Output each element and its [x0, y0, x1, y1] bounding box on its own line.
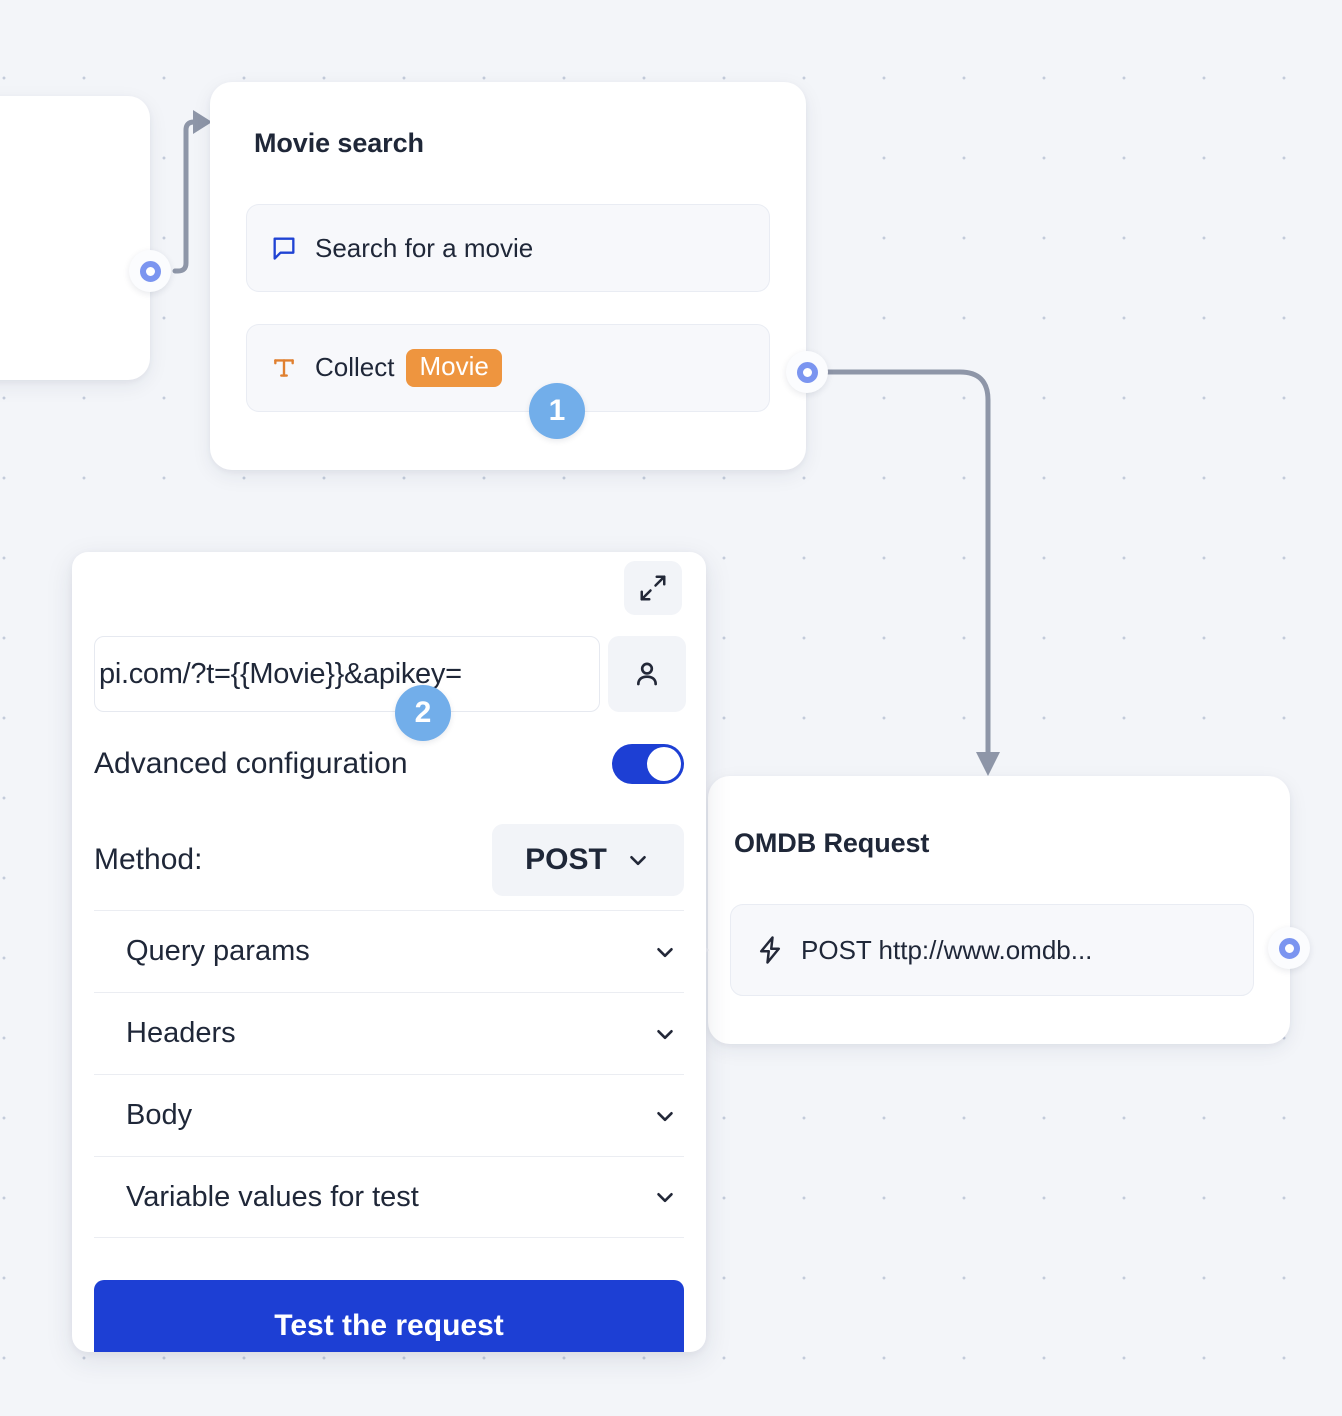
partial-node[interactable] [0, 96, 150, 380]
test-the-request-button[interactable]: Test the request [94, 1280, 684, 1352]
method-row: Method: POST [94, 824, 684, 896]
chat-bubble-icon [269, 233, 299, 263]
node-row-label: Collect [315, 352, 395, 383]
chevron-down-icon [652, 939, 678, 965]
person-icon [637, 662, 657, 686]
method-select[interactable]: POST [492, 824, 684, 896]
chevron-down-icon [625, 847, 651, 873]
node-row-label: Search for a movie [315, 232, 534, 263]
lightning-bolt-icon [755, 935, 785, 965]
url-row: pi.com/?t={{Movie}}&apikey= [94, 636, 686, 712]
method-label: Method: [94, 843, 203, 876]
section-label: Headers [126, 1017, 236, 1049]
expand-icon [640, 575, 666, 601]
connection-handle-movie-search[interactable] [786, 351, 828, 393]
node-omdb-request[interactable]: OMDB Request POST http://www.omdb... [692, 776, 1290, 1044]
node-row-collect-movie[interactable]: Collect Movie [246, 324, 770, 412]
method-value: POST [525, 843, 607, 876]
chevron-down-icon [652, 1184, 678, 1210]
advanced-configuration-row: Advanced configuration [94, 744, 684, 784]
section-headers[interactable]: Headers [94, 992, 684, 1074]
section-label: Body [126, 1099, 193, 1131]
node-omdb-title: OMDB Request [734, 828, 930, 858]
connection-handle-omdb-request[interactable] [1268, 927, 1310, 969]
expand-icon-button[interactable] [624, 561, 682, 615]
advanced-configuration-label: Advanced configuration [94, 747, 408, 780]
node-movie-search[interactable]: Movie search Search for a movie Collect … [210, 82, 806, 470]
node-row-label-group: Collect Movie [315, 349, 502, 387]
text-field-icon [269, 353, 299, 383]
variable-badge-movie[interactable]: Movie [406, 349, 502, 387]
chevron-down-icon [652, 1021, 678, 1047]
section-label: Query params [126, 935, 310, 967]
node-row-search-for-a-movie[interactable]: Search for a movie [246, 204, 770, 292]
request-url-input[interactable]: pi.com/?t={{Movie}}&apikey= [94, 636, 600, 712]
section-query-params[interactable]: Query params [94, 910, 684, 992]
chevron-down-icon [652, 1103, 678, 1129]
connection-handle-partial-node[interactable] [129, 250, 171, 292]
step-marker-1: 1 [529, 383, 585, 439]
config-sections: Query params Headers Body Variable value… [94, 910, 684, 1238]
node-row-post-request[interactable]: POST http://www.omdb... [730, 904, 1254, 996]
request-config-panel[interactable]: pi.com/?t={{Movie}}&apikey= Advanced con… [72, 552, 706, 1352]
advanced-configuration-toggle[interactable] [612, 744, 684, 784]
node-movie-search-title: Movie search [254, 128, 424, 158]
request-url-value: pi.com/?t={{Movie}}&apikey= [99, 657, 462, 690]
person-icon-button[interactable] [608, 636, 686, 712]
section-label: Variable values for test [126, 1180, 419, 1213]
step-marker-2: 2 [395, 685, 451, 741]
node-row-label: POST http://www.omdb... [801, 934, 1093, 965]
section-variable-values-for-test[interactable]: Variable values for test [94, 1156, 684, 1238]
section-body[interactable]: Body [94, 1074, 684, 1156]
